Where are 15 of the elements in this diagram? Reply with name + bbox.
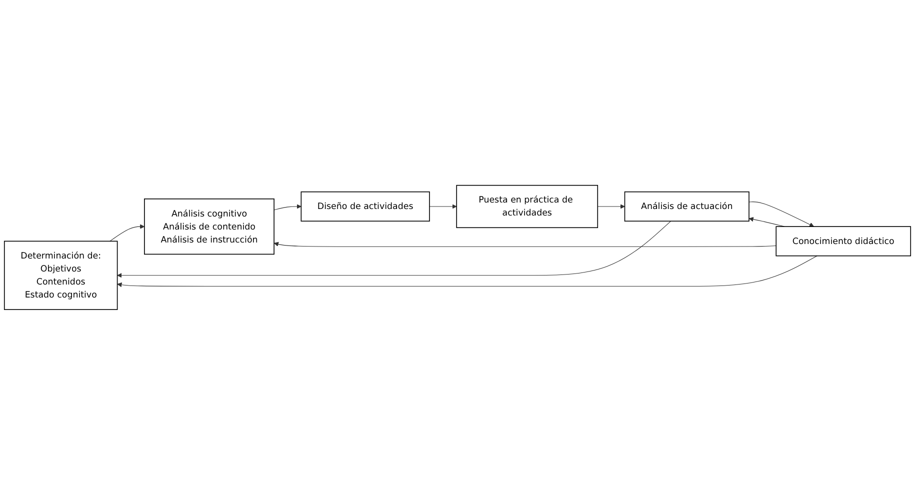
arrow (117, 220, 672, 278)
node-box: Análisis cognitivo Análisis de contenido Análisis de instrucción (144, 198, 274, 255)
node-box: Determinación de: Objetivos Contenidos Estado cognitivo (4, 240, 118, 310)
arrow (274, 204, 302, 210)
arrow (117, 256, 818, 288)
node-box: Puesta en práctica de actividades (456, 184, 598, 228)
node-box: Conocimiento didáctico (776, 226, 912, 256)
arrow (748, 202, 814, 227)
arrow (429, 204, 457, 209)
arrow (597, 204, 625, 209)
arrow (274, 242, 776, 247)
node-box: Análisis de actuación (624, 191, 750, 222)
node-box: Diseño de actividades (300, 191, 430, 222)
arrow (110, 224, 145, 242)
arrow (748, 217, 785, 227)
